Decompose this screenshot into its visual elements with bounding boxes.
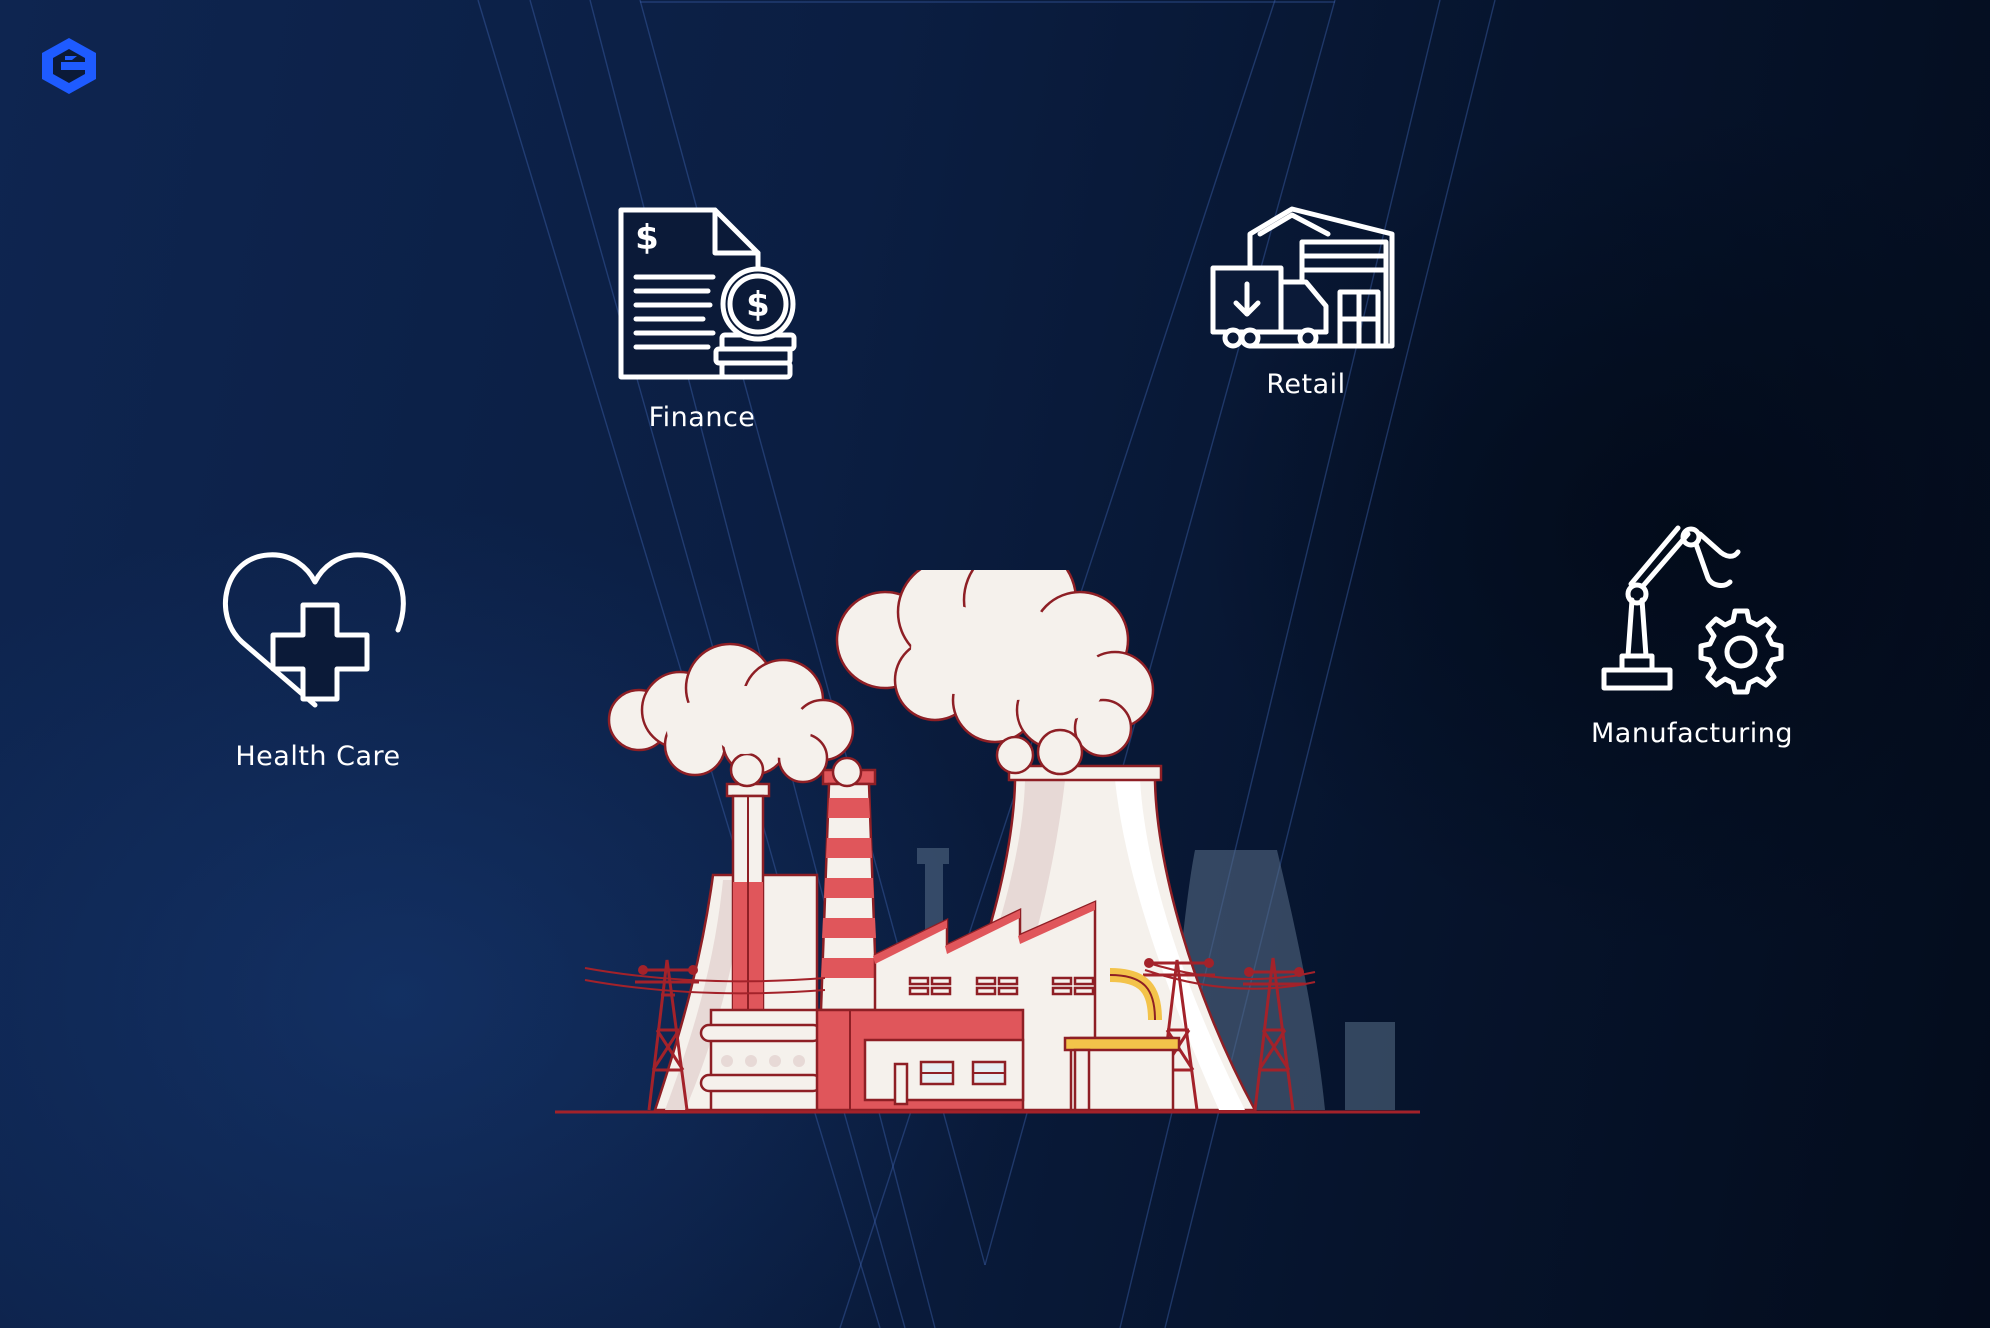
logo-icon[interactable]	[38, 36, 100, 96]
thin-chimney	[725, 782, 771, 1038]
svg-text:$: $	[746, 285, 770, 325]
manufacturing-label: Manufacturing	[1590, 718, 1794, 749]
front-building	[815, 1008, 1025, 1112]
factory-illustration	[555, 570, 1420, 1114]
finance-label: Finance	[648, 402, 756, 433]
warehouse-truck-icon	[1210, 206, 1395, 349]
striped-chimney	[819, 768, 879, 1012]
storage-tanks	[699, 1008, 823, 1112]
health-care-label: Health Care	[235, 741, 401, 772]
annex-building	[1063, 1036, 1181, 1112]
svg-text:$: $	[635, 218, 659, 258]
robot-arm-gear-icon	[1601, 525, 1784, 695]
finance-document-icon: $ $	[618, 207, 797, 380]
retail-label: Retail	[1266, 369, 1346, 400]
heart-cross-icon	[223, 552, 406, 708]
